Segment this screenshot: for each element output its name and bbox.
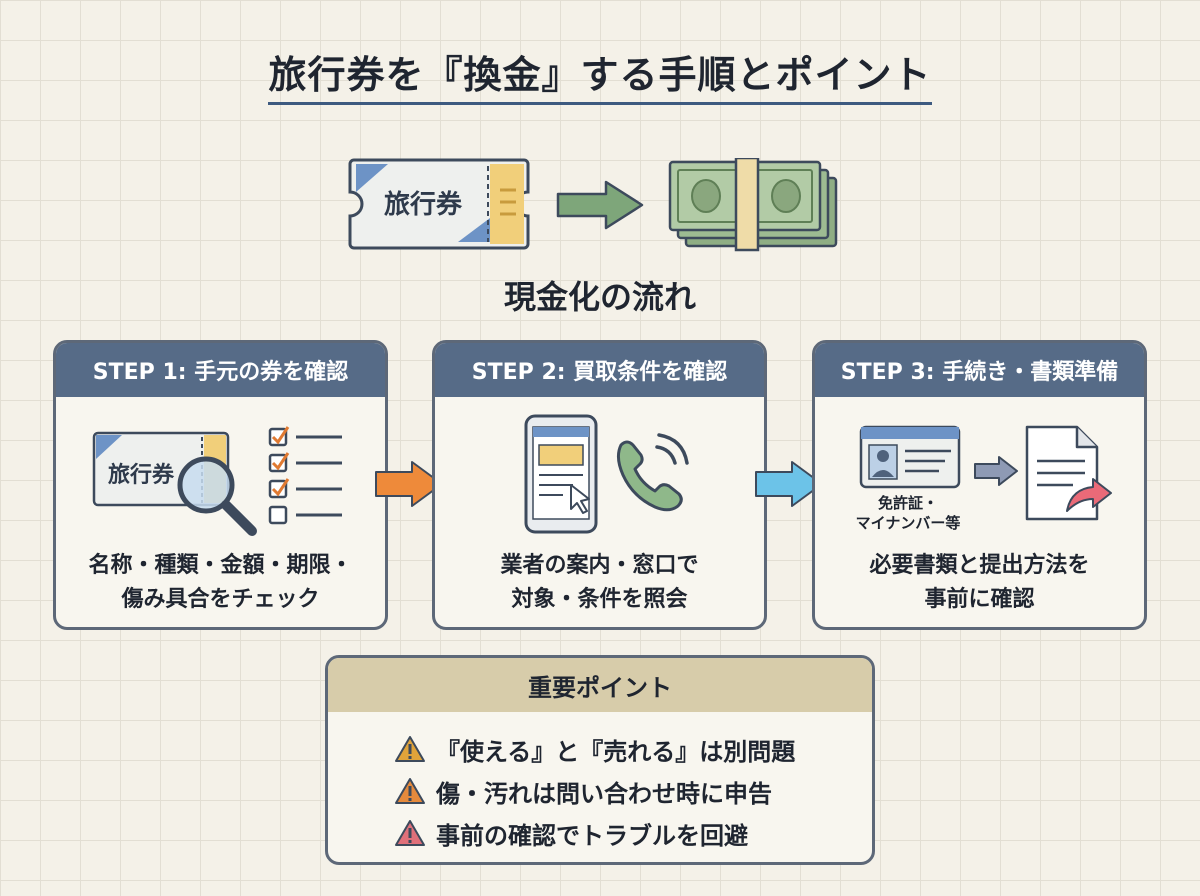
step-3-title: STEP 3: 手続き・書類準備 xyxy=(815,343,1144,397)
cash-stack-icon xyxy=(668,158,838,252)
important-points-list: 『使える』と『売れる』は別問題 傷・汚れは問い合わせ時に申告 事前の確認でトラブ… xyxy=(394,728,795,854)
document-icon xyxy=(1025,425,1112,521)
id-card-label-line-2: マイナンバー等 xyxy=(855,514,961,532)
step-2-card: STEP 2: 買取条件を確認 業者の案内・窓口で 対象・条件を照会 xyxy=(432,340,767,630)
magnifier-icon xyxy=(177,456,257,536)
arrow-right-icon xyxy=(556,180,644,230)
point-item: 『使える』と『売れる』は別問題 xyxy=(394,728,795,770)
warning-icon xyxy=(395,736,425,762)
warning-icon xyxy=(395,820,425,846)
step-3-line-2: 事前に確認 xyxy=(924,587,1035,612)
hero-ticket-label: 旅行券 xyxy=(383,190,462,220)
step-2-title: STEP 2: 買取条件を確認 xyxy=(435,343,764,397)
step-3-card: STEP 3: 手続き・書類準備 免許証・ マイナンバー等 必要書類と提出方法を… xyxy=(812,340,1147,630)
step-2-line-1: 業者の案内・窓口で xyxy=(500,553,699,578)
step-1-description: 名称・種類・金額・期限・ 傷み具合をチェック xyxy=(56,549,385,617)
point-item: 事前の確認でトラブルを回避 xyxy=(394,812,795,854)
step-1-title: STEP 1: 手元の券を確認 xyxy=(56,343,385,397)
id-card-label-line-1: 免許証・ xyxy=(877,494,938,512)
point-text: 傷・汚れは問い合わせ時に申告 xyxy=(436,779,772,808)
id-card-label: 免許証・ マイナンバー等 xyxy=(833,493,983,533)
page-title: 旅行券を『換金』する手順とポイント xyxy=(268,53,932,97)
point-item: 傷・汚れは問い合わせ時に申告 xyxy=(394,770,795,812)
step-1-ticket-label: 旅行券 xyxy=(108,463,175,488)
flow-caption: 現金化の流れ xyxy=(503,278,696,316)
arrow-right-icon xyxy=(974,456,1018,486)
id-card-icon xyxy=(859,425,961,489)
step-1-card: STEP 1: 手元の券を確認 旅行券 名称・種類・金額・期限・ 傷み具合をチェ… xyxy=(53,340,388,630)
step-1-line-2: 傷み具合をチェック xyxy=(121,587,320,612)
smartphone-icon xyxy=(524,414,598,534)
important-points-title: 重要ポイント xyxy=(328,658,872,712)
step-3-description: 必要書類と提出方法を 事前に確認 xyxy=(815,549,1144,617)
step-3-line-1: 必要書類と提出方法を xyxy=(869,553,1090,578)
checklist-icon xyxy=(268,426,342,525)
hero-ticket: 旅行券 xyxy=(348,156,530,252)
warning-icon xyxy=(395,778,425,804)
step-2-line-2: 対象・条件を照会 xyxy=(511,587,688,612)
point-text: 事前の確認でトラブルを回避 xyxy=(436,821,748,850)
phone-call-icon xyxy=(616,433,689,512)
step-1-line-1: 名称・種類・金額・期限・ xyxy=(88,553,353,578)
step-2-description: 業者の案内・窓口で 対象・条件を照会 xyxy=(435,549,764,617)
point-text: 『使える』と『売れる』は別問題 xyxy=(436,737,796,766)
title-underline xyxy=(268,102,932,105)
ticket-icon xyxy=(348,158,530,250)
arrow-right-icon xyxy=(375,461,443,507)
important-points-box: 重要ポイント 『使える』と『売れる』は別問題 傷・汚れは問い合わせ時に申告 xyxy=(325,655,875,865)
arrow-right-icon xyxy=(755,461,823,507)
